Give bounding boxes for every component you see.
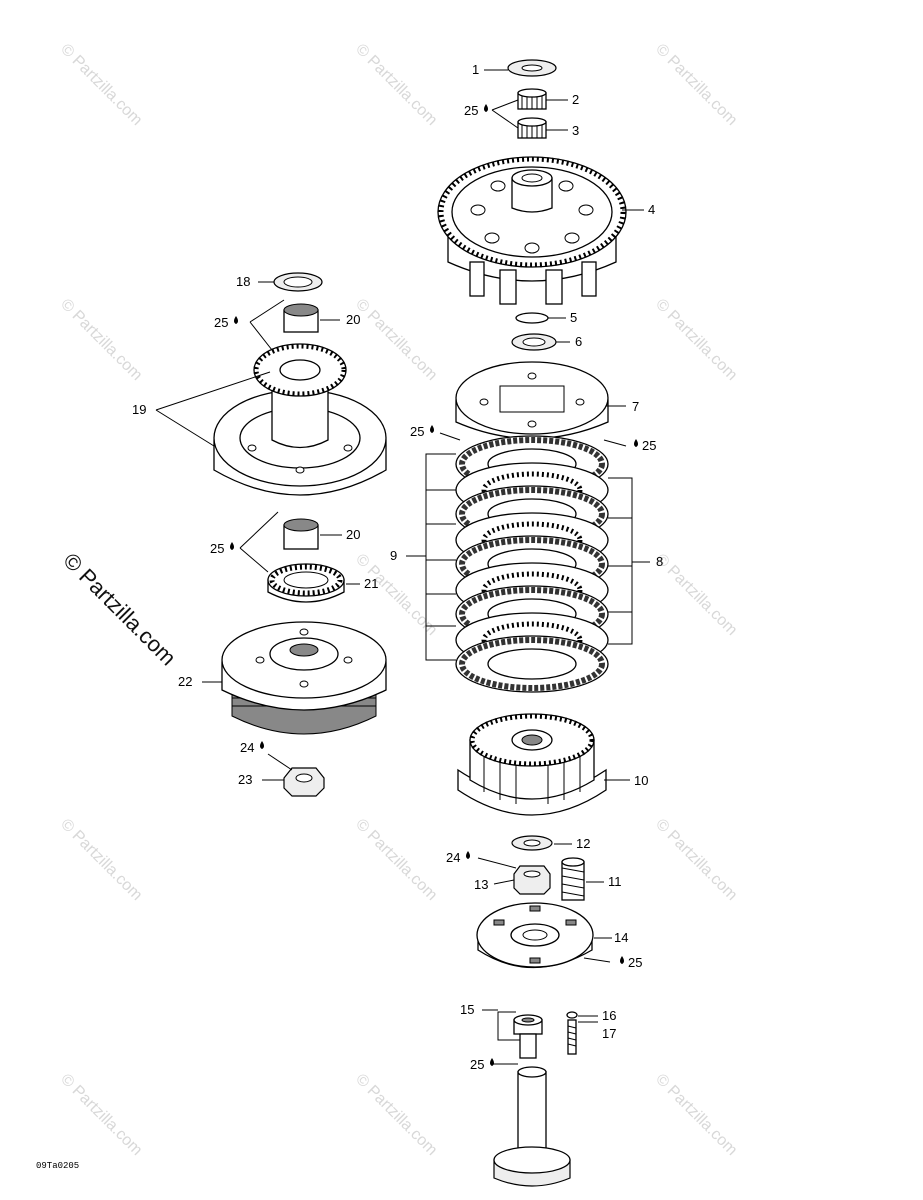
callout-25: 25: [470, 1057, 484, 1072]
callout-labels: 1 2 3 25 4 5 6 7 25 25 8 9 10 12 24 11 1…: [132, 62, 663, 1072]
part-18-washer: [273, 272, 323, 292]
callout-24: 24: [446, 850, 460, 865]
callout-25: 25: [210, 541, 224, 556]
callout-4: 4: [648, 202, 655, 217]
callout-24: 24: [240, 740, 254, 755]
callout-14: 14: [614, 930, 628, 945]
oil-drop-icon: [260, 741, 264, 749]
callout-15: 15: [460, 1002, 474, 1017]
callout-6: 6: [575, 334, 582, 349]
oil-drop-icon: [634, 439, 638, 447]
callout-25: 25: [628, 955, 642, 970]
oil-drop-icon: [620, 956, 624, 964]
watermark: © Partzilla.com: [57, 41, 145, 129]
part-5-ring: [515, 312, 549, 324]
part-10-clutch-hub: [457, 713, 607, 816]
parts-8-9-clutch-disc-stack: [455, 435, 609, 693]
friction-disc: [455, 635, 609, 693]
part-3-needle-bearing: [517, 117, 547, 139]
part-16-ring: [566, 1011, 578, 1019]
callout-8: 8: [656, 554, 663, 569]
part-20-bushing: [283, 518, 319, 550]
callout-16: 16: [602, 1008, 616, 1023]
oil-drop-icon: [466, 851, 470, 859]
watermark: © Partzilla.com: [652, 1071, 740, 1159]
part-22-starter-clutch: [221, 621, 387, 735]
callout-18: 18: [236, 274, 250, 289]
part-23-nut: [283, 767, 325, 797]
watermark: © Partzilla.com: [652, 41, 740, 129]
watermark: © Partzilla.com: [352, 296, 440, 384]
callout-25: 25: [410, 424, 424, 439]
part-4-clutch-housing-gear: [437, 156, 627, 305]
part-17-screw: [567, 1019, 577, 1055]
part-1-thrust-washer: [507, 59, 557, 77]
callout-20: 20: [346, 527, 360, 542]
callout-22: 22: [178, 674, 192, 689]
callout-10: 10: [634, 773, 648, 788]
main-watermark: © Partzilla.com: [58, 548, 181, 671]
part-7-clutch-plate: [455, 361, 609, 440]
watermark: © Partzilla.com: [57, 816, 145, 904]
callout-7: 7: [632, 399, 639, 414]
part-19-drive-gear-assembly: [213, 343, 387, 496]
part-21-one-way-clutch: [267, 563, 345, 603]
part-15-release-bearing: [513, 1014, 543, 1059]
drawing-code: 09Ta0205: [36, 1161, 79, 1171]
callout-13: 13: [474, 877, 488, 892]
callout-17: 17: [602, 1026, 616, 1041]
callout-12: 12: [576, 836, 590, 851]
watermark: © Partzilla.com: [652, 816, 740, 904]
callout-11: 11: [608, 874, 622, 889]
callout-2: 2: [572, 92, 579, 107]
watermark: © Partzilla.com: [652, 296, 740, 384]
callout-23: 23: [238, 772, 252, 787]
watermark-layer: © Partzilla.com © Partzilla.com © Partzi…: [57, 41, 740, 1159]
watermark: © Partzilla.com: [57, 296, 145, 384]
part-14-pressure-plate: [476, 902, 594, 969]
callout-20: 20: [346, 312, 360, 327]
part-20-bushing: [283, 303, 319, 333]
watermark: © Partzilla.com: [652, 551, 740, 639]
leader-lines: [155, 69, 650, 1065]
oil-drop-icon: [430, 425, 434, 433]
lubricant-markers: [230, 104, 638, 1066]
watermark: © Partzilla.com: [352, 816, 440, 904]
callout-9: 9: [390, 548, 397, 563]
callout-5: 5: [570, 310, 577, 325]
callout-3: 3: [572, 123, 579, 138]
oil-drop-icon: [230, 542, 234, 550]
callout-21: 21: [364, 576, 378, 591]
callout-1: 1: [472, 62, 479, 77]
bottom-shaft: [493, 1066, 571, 1187]
part-13-nut: [513, 865, 551, 895]
watermark: © Partzilla.com: [57, 1071, 145, 1159]
callout-25: 25: [464, 103, 478, 118]
callout-25: 25: [214, 315, 228, 330]
callout-25: 25: [642, 438, 656, 453]
oil-drop-icon: [490, 1058, 494, 1066]
part-6-washer: [511, 333, 557, 351]
part-11-spring: [561, 857, 585, 901]
oil-drop-icon: [484, 104, 488, 112]
watermark: © Partzilla.com: [352, 41, 440, 129]
part-12-washer: [511, 835, 553, 851]
oil-drop-icon: [234, 316, 238, 324]
watermark: © Partzilla.com: [352, 1071, 440, 1159]
callout-19: 19: [132, 402, 146, 417]
part-2-needle-bearing: [517, 88, 547, 110]
